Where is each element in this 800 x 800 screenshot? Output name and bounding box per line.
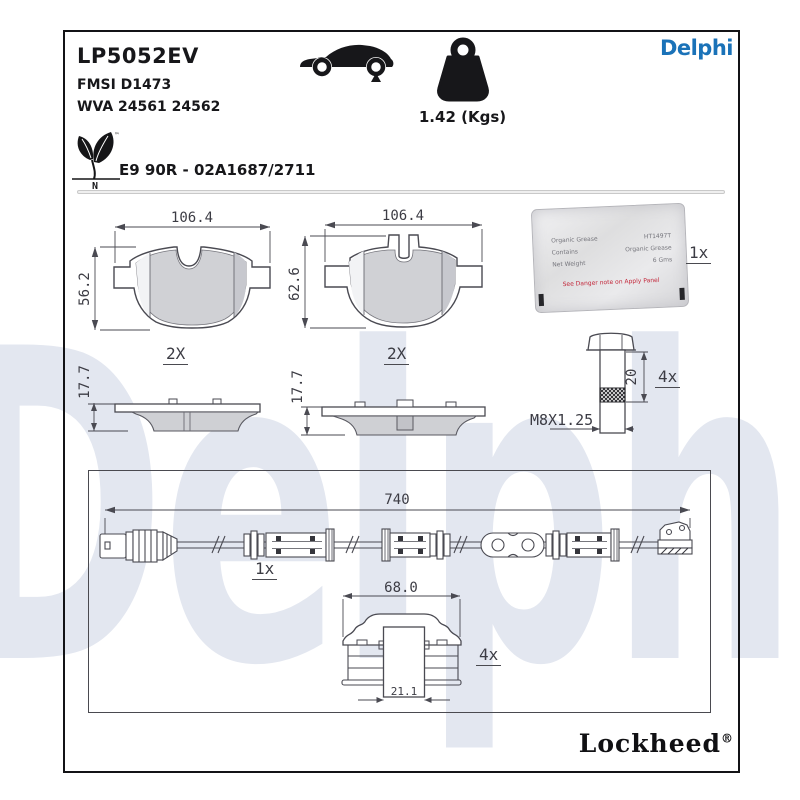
sensor-plug [99,533,127,559]
wear-sensor-drawing: 740 [99,492,693,563]
registered-mark: ® [721,731,734,746]
part-number: LP5052EV [77,44,199,68]
approval-number: E9 90R - 02A1687/2711 [119,161,316,179]
sachet-warning-text: See Danger note on Apply Panel [562,276,660,289]
backplate-profile [114,403,261,413]
sachet-corner-mark [679,287,685,300]
pad-side-left-thickness-label: 17.7 [77,365,93,399]
eco-letter: N [92,181,98,192]
friction-profile [131,411,260,432]
pad-side-right-thickness-label: 17.7 [290,370,306,404]
pad-right-width-label: 106.4 [382,208,424,224]
lockheed-logo: Lockheed® [578,729,734,758]
sensor-block [396,415,414,431]
header-divider [77,190,725,194]
rear-axle-arrow [371,73,381,82]
sensor-clip-tab [396,399,414,408]
pad-front-left-drawing: 106.4 56.2 [77,210,271,331]
fitting-clip-drawing: 68.0 21.1 [341,580,462,703]
pad-right-quantity: 2X [384,345,410,365]
bolt-length-label: 20 [624,369,640,386]
pad-side-left-drawing: 17.7 [77,365,261,432]
pad-front-right-drawing: 106.4 62.6 [287,208,483,329]
sensor-quantity: 1x [252,560,278,580]
pad-left-height-label: 56.2 [77,272,93,306]
wear-sensor-box [88,470,711,713]
trademark-mark: ™ [115,132,119,139]
fmsi-reference: FMSI D1473 [77,77,172,93]
page-border [63,30,740,773]
eco-leaves-icon: N ™ [72,132,120,192]
grease-quantity: 1x [686,244,712,264]
backplate-profile [321,406,486,417]
pad-right-height-label: 62.6 [287,267,303,301]
pad-left-width-label: 106.4 [171,210,213,226]
bolt-quantity: 4x [655,368,681,388]
bolt-knurl [599,387,626,403]
sensor-length-label: 740 [384,492,409,508]
delphi-logo: Delphi [659,36,734,60]
pad-friction-material [135,249,247,326]
bolt-head [587,332,635,351]
pad-side-right-drawing: 17.7 [290,370,486,436]
wva-reference: WVA 24561 24562 [77,99,221,115]
pad-left-quantity: 2X [163,345,189,365]
sensor-tip [659,521,691,541]
bolt-thread-label: M8X1.25 [530,411,594,429]
weight-kettlebell-icon [437,37,489,102]
sachet-corner-mark [538,293,545,307]
clip-width-label: 68.0 [384,580,418,596]
weight-value: 1.42 (Kgs) [418,108,507,126]
clip-center-tab [382,626,426,698]
car-rear-axle-arrow-icon [300,44,394,82]
bolt-drawing: 20 [550,332,648,434]
clip-inner-width-label: 21.1 [391,685,418,698]
clip-quantity: 4x [476,646,502,666]
